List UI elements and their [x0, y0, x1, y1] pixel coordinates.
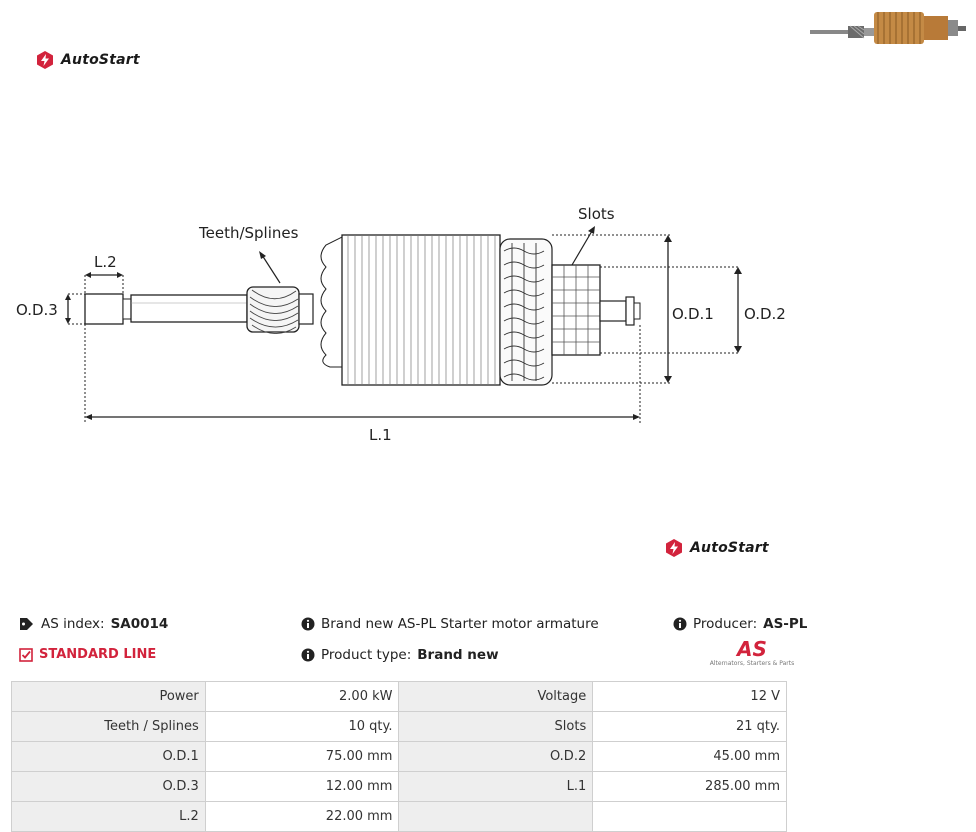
table-row: L.2 22.00 mm — [11, 801, 787, 832]
spec-label: O.D.1 — [11, 741, 206, 772]
info-circle-icon — [301, 648, 315, 662]
product-thumbnail[interactable] — [808, 6, 968, 46]
label-l2: L.2 — [94, 253, 117, 271]
brand-name: AutoStart — [61, 52, 140, 68]
spec-value: 45.00 mm — [592, 741, 787, 772]
spec-label: O.D.3 — [11, 771, 206, 802]
spec-value: 2.00 kW — [204, 681, 400, 712]
spec-value: 75.00 mm — [204, 741, 400, 772]
armature-thumbnail-image — [810, 12, 966, 44]
producer-line: Producer: AS-PL — [673, 616, 807, 632]
spec-label: L.2 — [11, 801, 206, 832]
as-index-label: AS index: — [41, 616, 105, 632]
spec-table: Power 2.00 kW Voltage 12 V Teeth / Splin… — [11, 681, 787, 832]
info-circle-icon — [673, 617, 687, 631]
spec-label: Voltage — [398, 681, 594, 712]
producer-value[interactable]: AS-PL — [763, 616, 808, 632]
producer-logo[interactable]: AS Alternators, Starters & Parts — [703, 639, 801, 671]
as-index-line: AS index: SA0014 — [19, 616, 168, 632]
brand-logo-bottom: AutoStart — [664, 538, 769, 558]
label-od2: O.D.2 — [744, 305, 786, 323]
producer-logo-mark: AS — [737, 637, 767, 661]
product-type-value: Brand new — [417, 647, 499, 663]
table-row: O.D.1 75.00 mm O.D.2 45.00 mm — [11, 741, 787, 772]
info-circle-icon — [301, 617, 315, 631]
spec-label-empty — [398, 801, 594, 832]
producer-label: Producer: — [693, 616, 758, 632]
table-row: Teeth / Splines 10 qty. Slots 21 qty. — [11, 711, 787, 742]
spec-label: L.1 — [398, 771, 594, 802]
label-slots: Slots — [578, 205, 615, 223]
brand-name: AutoStart — [690, 540, 769, 556]
check-square-icon — [19, 647, 33, 662]
spec-label: Power — [11, 681, 206, 712]
spec-value-empty — [592, 801, 787, 832]
table-row: O.D.3 12.00 mm L.1 285.00 mm — [11, 771, 787, 802]
standard-line-badge: STANDARD LINE — [19, 647, 156, 662]
spec-value: 285.00 mm — [592, 771, 787, 802]
spec-value: 12 V — [592, 681, 787, 712]
label-teeth-splines: Teeth/Splines — [198, 224, 299, 242]
spec-label: O.D.2 — [398, 741, 594, 772]
spec-value: 10 qty. — [204, 711, 400, 742]
brand-logo-top: AutoStart — [35, 50, 140, 70]
spec-label: Slots — [398, 711, 594, 742]
spec-label: Teeth / Splines — [11, 711, 206, 742]
producer-logo-tagline: Alternators, Starters & Parts — [709, 660, 795, 667]
autostart-logo-icon — [37, 51, 53, 69]
as-index-value[interactable]: SA0014 — [110, 616, 169, 632]
standard-line-text: STANDARD LINE — [39, 647, 157, 662]
spec-value: 21 qty. — [592, 711, 787, 742]
label-od1: O.D.1 — [672, 305, 714, 323]
product-type-label: Product type: — [321, 647, 412, 663]
armature-dimension-diagram: L.2 O.D.3 Teeth/Splines Slots O.D.1 O.D.… — [12, 195, 812, 455]
table-row: Power 2.00 kW Voltage 12 V — [11, 681, 787, 712]
spec-value: 12.00 mm — [204, 771, 400, 802]
spec-value: 22.00 mm — [204, 801, 400, 832]
tag-icon — [20, 618, 33, 630]
autostart-logo-icon — [666, 539, 682, 557]
label-od3: O.D.3 — [16, 301, 58, 319]
product-type-line: Product type: Brand new — [301, 647, 499, 663]
label-l1: L.1 — [369, 426, 392, 444]
description-line: Brand new AS-PL Starter motor armature — [301, 616, 599, 632]
product-description: Brand new AS-PL Starter motor armature — [321, 616, 599, 632]
